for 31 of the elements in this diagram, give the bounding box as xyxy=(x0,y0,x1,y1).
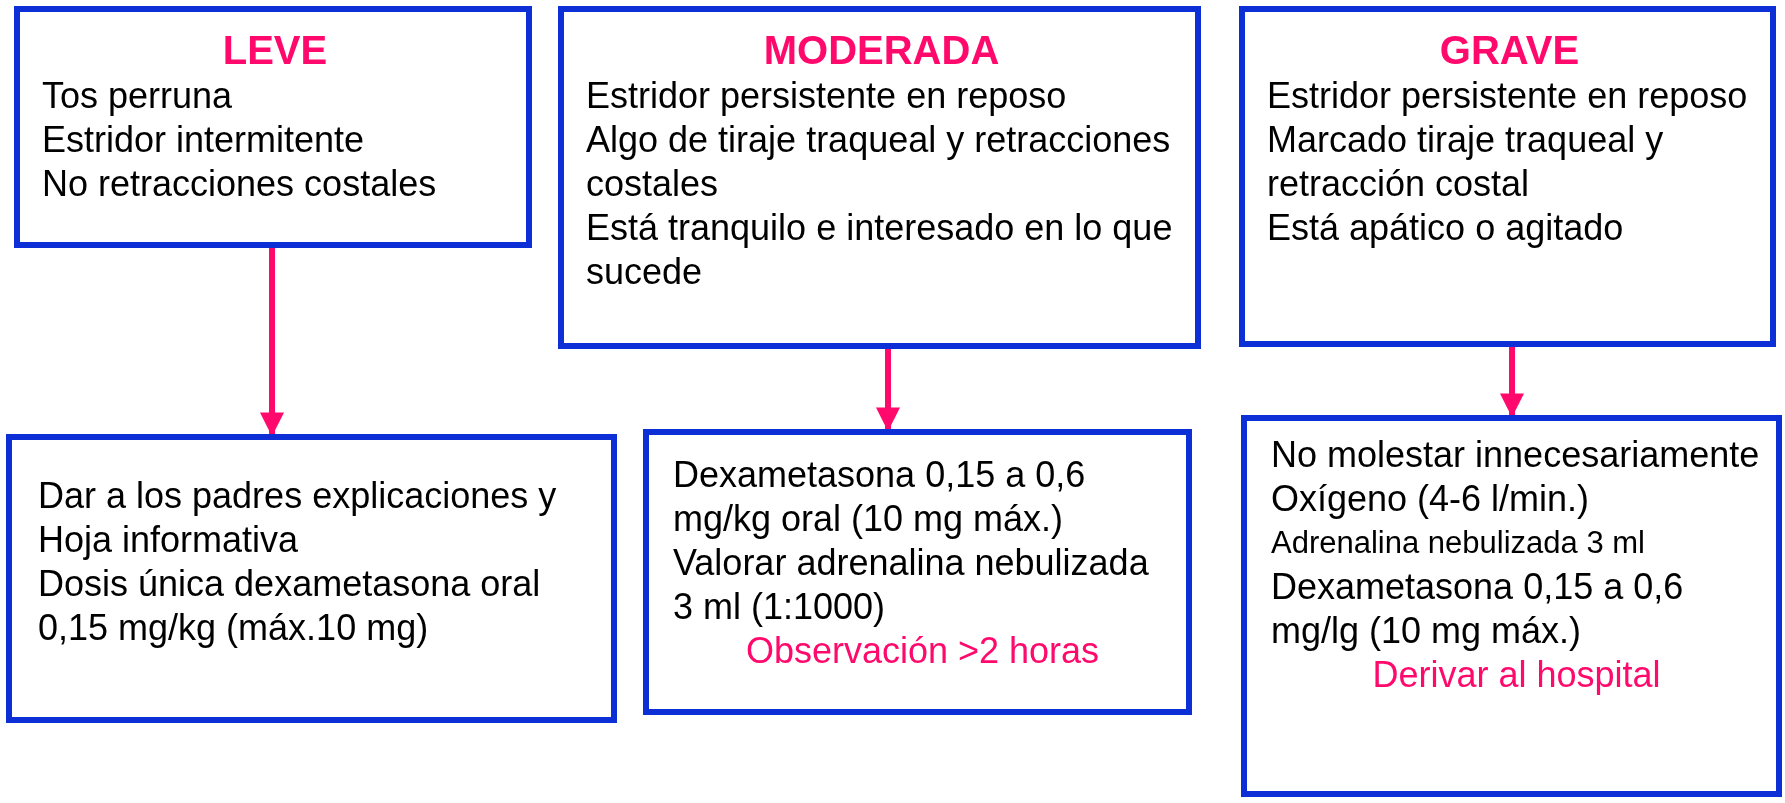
text-line: Tos perruna xyxy=(42,74,234,118)
text-line: Valorar adrenalina nebulizada 3 ml (1:1000) xyxy=(673,541,1150,629)
text-line: Dexametasona 0,15 a 0,6 mg/kg oral (10 mg máx.) xyxy=(673,453,1087,541)
arrow xyxy=(876,349,900,432)
severity-heading: GRAVE xyxy=(1438,27,1581,74)
text-line: No molestar innecesariamente xyxy=(1271,433,1761,477)
text-line: Estridor intermitente xyxy=(42,118,366,162)
text-line: Estridor persistente en reposo xyxy=(586,74,1068,118)
text-line: Algo de tiraje traqueal y retracciones costales xyxy=(586,118,1172,206)
process-box xyxy=(643,429,1192,715)
text-line: Marcado tiraje traqueal y retracción costal xyxy=(1267,118,1665,206)
text-line: Está apático o agitado xyxy=(1267,206,1625,250)
action-note: Derivar al hospital xyxy=(1371,653,1662,697)
text-line: Está tranquilo e interesado en lo que sucede xyxy=(586,206,1174,294)
process-box xyxy=(6,434,617,723)
severity-heading: MODERADA xyxy=(762,27,1001,74)
text-line: Dexametasona 0,15 a 0,6 mg/lg (10 mg máx.) xyxy=(1271,565,1685,653)
process-box xyxy=(1239,6,1776,347)
text-line: Adrenalina nebulizada 3 ml xyxy=(1271,524,1646,562)
process-box xyxy=(14,6,532,248)
severity-heading: LEVE xyxy=(221,27,329,74)
text-line: Oxígeno (4-6 l/min.) xyxy=(1271,477,1591,521)
text-line: Estridor persistente en reposo xyxy=(1267,74,1749,118)
process-box xyxy=(1241,415,1782,797)
text-line: No retracciones costales xyxy=(42,162,438,206)
arrow xyxy=(260,248,284,437)
arrow xyxy=(1500,347,1524,418)
text-line: Dosis única dexametasona oral 0,15 mg/kg (máx.10 mg) xyxy=(38,562,542,650)
process-box xyxy=(558,6,1201,349)
action-note: Observación >2 horas xyxy=(744,629,1101,673)
text-line: Dar a los padres explicaciones y Hoja informativa xyxy=(38,474,558,562)
